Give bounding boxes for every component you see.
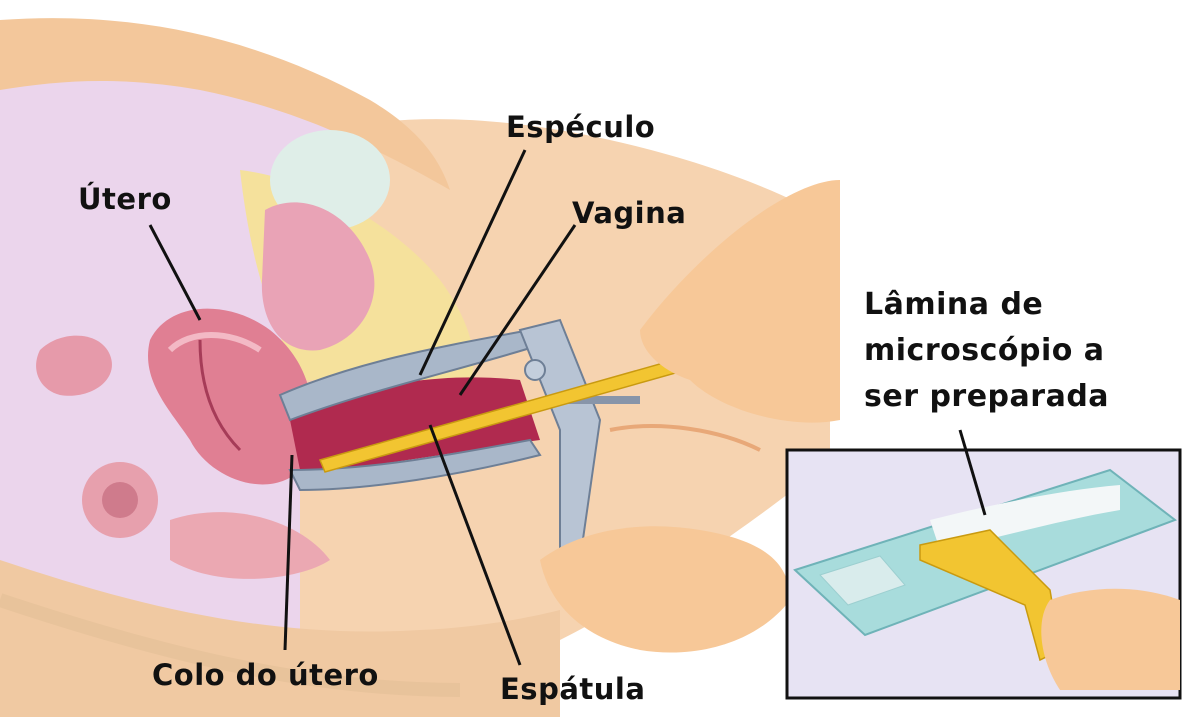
label-lamina-line3: ser preparada — [864, 374, 1174, 420]
label-lamina-line1: Lâmina de — [864, 282, 1174, 328]
inset-hand — [1041, 589, 1180, 690]
hand-lower — [540, 526, 790, 652]
label-lamina-line2: microscópio a — [864, 328, 1174, 374]
label-utero: Útero — [78, 182, 172, 216]
label-espatula: Espátula — [500, 672, 645, 706]
label-vagina: Vagina — [572, 196, 686, 230]
label-colo-do-utero: Colo do útero — [152, 658, 379, 692]
label-especulo: Espéculo — [506, 110, 655, 144]
label-lamina-de-microscopio: Lâmina de microscópio a ser preparada — [864, 282, 1174, 420]
